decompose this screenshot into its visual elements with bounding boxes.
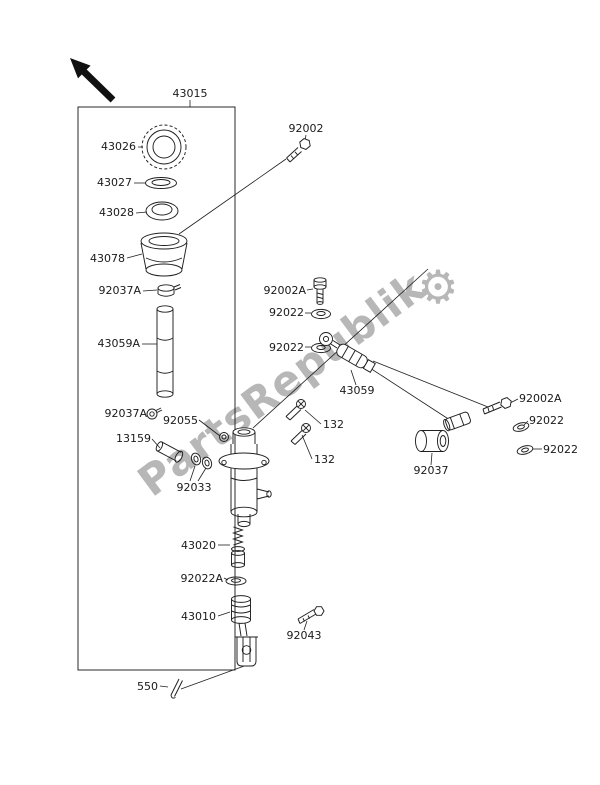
part-diaphragm: [145, 201, 179, 221]
part-label-92002a-right: 92002A: [519, 392, 562, 405]
part-clevis-bolt: [297, 606, 325, 624]
part-label-92002: 92002: [289, 122, 324, 135]
part-labels: 43015 43026 43027 43028 43078 92037A 430…: [90, 87, 578, 693]
part-label-92037a-upper: 92037A: [98, 284, 141, 297]
part-label-43027: 43027: [97, 176, 132, 189]
part-label-550: 550: [137, 680, 158, 693]
part-banjo-bolt-top: [286, 138, 311, 163]
part-label-132-lower: 132: [314, 453, 335, 466]
part-piston-kit: [231, 526, 245, 568]
part-label-43026: 43026: [101, 140, 136, 153]
part-reservoir-hose: [156, 305, 174, 398]
part-hose-clamp-upper: [157, 284, 182, 297]
part-washer-right-upper: [512, 422, 530, 432]
part-label-92002a-left: 92002A: [263, 284, 306, 297]
part-label-92043: 92043: [287, 629, 322, 642]
part-washer-small: [225, 576, 247, 586]
part-label-13159: 13159: [116, 432, 151, 445]
part-washer-left-upper: [311, 308, 331, 320]
assembly-boundary-box: [77, 106, 236, 671]
part-reservoir-cup: [140, 232, 188, 277]
direction-arrow-icon: [70, 58, 116, 103]
part-label-43020: 43020: [181, 539, 216, 552]
part-label-92022a: 92022A: [180, 572, 223, 585]
part-port-ring: [219, 432, 229, 442]
part-washer-right-lower: [516, 445, 534, 455]
part-grommet: [415, 430, 449, 452]
part-label-43059a: 43059A: [97, 337, 140, 350]
part-master-cylinder-body: [218, 427, 272, 528]
gear-icon: ⚙: [417, 260, 458, 314]
part-label-92022-left-lower: 92022: [269, 341, 304, 354]
part-label-92022-right-upper: 92022: [529, 414, 564, 427]
part-label-43078: 43078: [90, 252, 125, 265]
part-label-132-upper: 132: [323, 418, 344, 431]
part-label-92055: 92055: [163, 414, 198, 427]
leader-lines: [126, 100, 542, 690]
part-bolt-right: [482, 397, 512, 415]
part-label-43010: 43010: [181, 610, 216, 623]
part-label-43059: 43059: [340, 384, 375, 397]
part-hose-clamp-lower: [146, 407, 163, 420]
part-pushrod-clevis: [231, 595, 258, 667]
part-screw-upper: [285, 399, 306, 421]
part-cap-plate: [145, 177, 177, 189]
part-label-92022-right-lower: 92022: [543, 443, 578, 456]
part-connector-fitting: [155, 441, 184, 463]
part-label-92037a-lower: 92037A: [104, 407, 147, 420]
part-label-43015: 43015: [173, 87, 208, 100]
part-cotter-pin: [170, 678, 183, 699]
part-reservoir-cap: [141, 124, 187, 170]
part-o-rings: [190, 452, 213, 470]
part-bolt-left: [313, 277, 327, 305]
part-label-92037: 92037: [414, 464, 449, 477]
part-label-43028: 43028: [99, 206, 134, 219]
part-hose-end-fitting: [443, 411, 471, 432]
part-label-92022-left-upper: 92022: [269, 306, 304, 319]
part-label-92033: 92033: [177, 481, 212, 494]
part-brake-hose: [319, 332, 376, 373]
part-screw-lower: [290, 423, 311, 445]
